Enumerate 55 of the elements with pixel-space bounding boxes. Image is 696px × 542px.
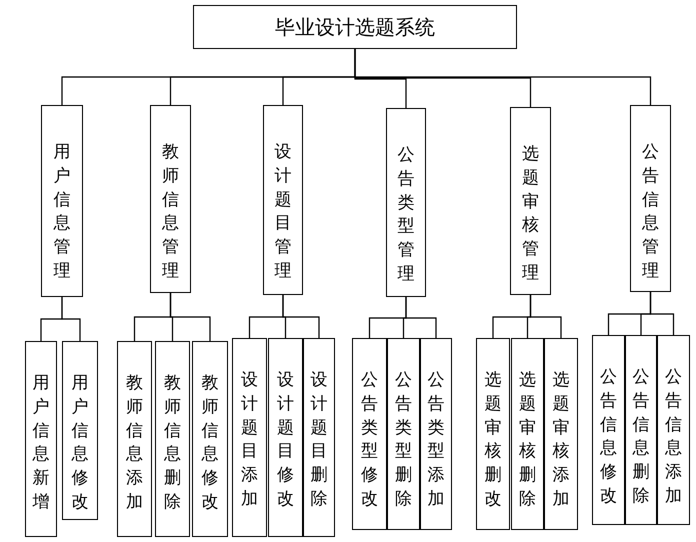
connector-line [354, 49, 652, 105]
module-box [232, 338, 267, 537]
module-label: 公告信息修改 [600, 366, 617, 508]
module-box [625, 335, 657, 525]
module-box [263, 105, 303, 295]
connector-line [170, 293, 211, 341]
module-label: 公告类型删除 [395, 369, 412, 511]
module-label: 教师信息修改 [202, 372, 218, 514]
module-box [510, 107, 551, 295]
module-box [155, 341, 190, 537]
system-box [193, 5, 517, 49]
module-label: 公告信息删除 [632, 366, 650, 508]
module-label: 公告类型修改 [361, 369, 378, 511]
module-box [544, 338, 578, 530]
module-label: 公告信息管理 [642, 141, 659, 283]
module-label: 设计题目管理 [274, 141, 292, 283]
module-box [192, 341, 228, 537]
module-label: 教师信息添加 [126, 372, 143, 514]
module-label: 设计题目删除 [310, 369, 328, 511]
module-label: 公告信息添加 [665, 366, 682, 508]
module-box [150, 105, 191, 293]
module-label: 用户信息管理 [54, 141, 70, 283]
connector-line [282, 295, 320, 338]
module-label: 用户信息新增 [32, 372, 50, 514]
module-box [420, 338, 452, 530]
module-box [352, 338, 387, 530]
module-box [386, 108, 426, 297]
module-box [41, 105, 83, 297]
module-label: 教师信息删除 [164, 372, 181, 514]
connector-line [530, 295, 562, 338]
module-label: 教师信息管理 [162, 141, 179, 283]
module-box [303, 338, 335, 537]
system-title: 毕业设计选题系统 [275, 14, 435, 40]
module-label: 选题审核添加 [552, 369, 570, 511]
module-label: 公告类型添加 [428, 369, 444, 511]
module-label: 用户信息修改 [72, 372, 88, 514]
module-box [592, 335, 625, 525]
module-box [630, 105, 671, 292]
module-box [657, 335, 690, 525]
module-label: 公告类型管理 [398, 144, 414, 286]
module-box [25, 341, 57, 537]
module-box [117, 341, 152, 537]
module-label: 设计题目添加 [241, 369, 258, 511]
module-label: 选题审核删改 [484, 369, 502, 511]
connector-line [650, 292, 674, 335]
module-box [476, 338, 510, 530]
connector-line [61, 297, 81, 341]
module-label: 选题审核删除 [519, 369, 536, 511]
module-label: 选题审核管理 [522, 143, 539, 285]
module-box [511, 338, 544, 530]
module-box [62, 341, 98, 520]
module-box [268, 338, 303, 537]
module-box [387, 338, 420, 530]
module-label: 设计题目修改 [277, 369, 294, 511]
connector-line [405, 297, 437, 338]
